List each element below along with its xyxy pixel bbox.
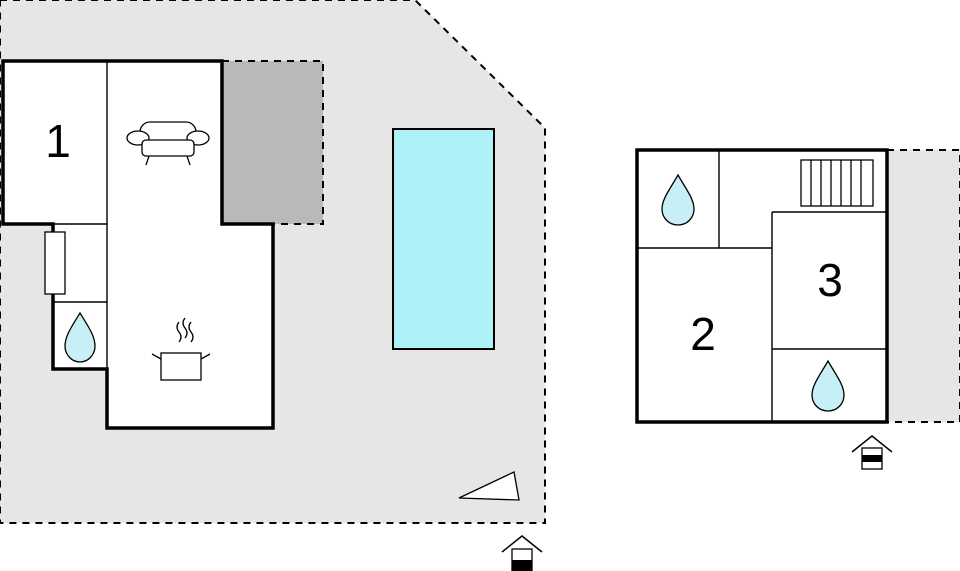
north-arrow-icon <box>458 471 520 501</box>
terrace-right <box>886 149 960 423</box>
room-3-label: 3 <box>817 254 843 306</box>
inner-walls-right <box>637 150 887 422</box>
entrance-icon <box>851 435 893 470</box>
house-right-walls <box>635 148 889 424</box>
entrance-icon <box>501 535 543 571</box>
stairs-icon <box>800 159 874 207</box>
covered-area <box>221 60 324 225</box>
sofa-icon <box>126 121 210 166</box>
house-walls <box>1 59 275 430</box>
room-2-label: 2 <box>690 308 716 360</box>
water-drop-icon <box>661 173 695 226</box>
water-drop-icon <box>64 311 96 363</box>
water-drop-icon <box>811 359 845 412</box>
swimming-pool <box>392 128 495 350</box>
inner-walls <box>53 61 108 428</box>
cooking-pot-icon <box>151 317 211 381</box>
radiator-icon <box>44 231 66 295</box>
room-1-label: 1 <box>45 115 71 167</box>
